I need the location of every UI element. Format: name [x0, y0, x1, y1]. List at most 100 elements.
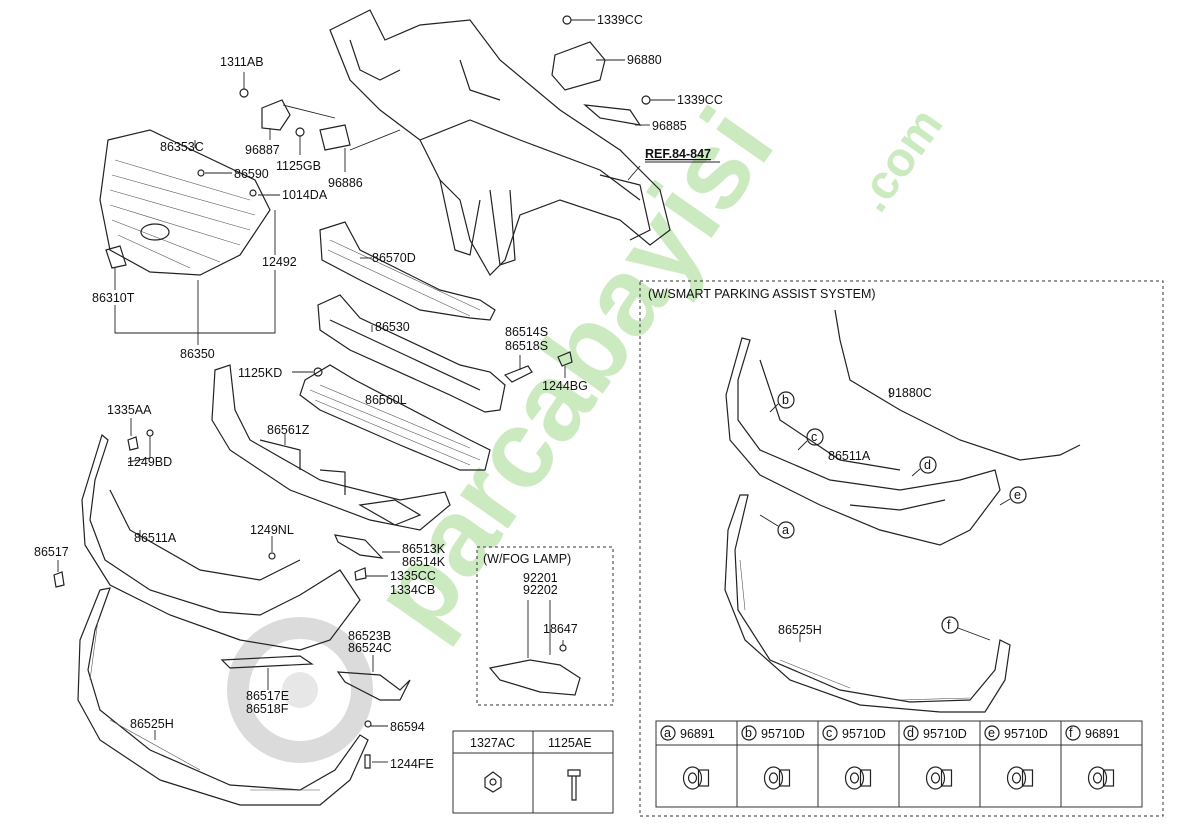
bumper-cover-86511a-spa	[725, 337, 1001, 546]
grille-clip-86310t	[105, 245, 127, 269]
label-1335cc: 1335CC	[390, 569, 436, 583]
parking-sensor-icon	[1006, 766, 1027, 790]
label-1244fe: 1244FE	[390, 757, 434, 771]
fastener-table: 1327AC 1125AE	[452, 730, 614, 814]
parking-sensor-icon	[844, 766, 865, 790]
label-86514k: 86514K	[402, 555, 446, 569]
spa-box-title: (W/SMART PARKING ASSIST SYSTEM)	[648, 287, 876, 301]
parking-sensor-face	[849, 772, 860, 784]
sensor-part-3: 95710D	[923, 727, 967, 741]
parking-sensor-body	[940, 769, 953, 787]
clip-86594	[364, 720, 372, 728]
label-86570d: 86570D	[372, 251, 416, 265]
ref-label: REF.84-847	[645, 147, 711, 161]
watermark-suffix: .com	[846, 99, 954, 221]
sensor-part-1: 95710D	[761, 727, 805, 741]
sensor-letter-circle	[741, 725, 757, 741]
sensor-letter-circle	[660, 725, 676, 741]
radiator-grille	[99, 129, 280, 345]
garnish-86523b	[336, 671, 411, 701]
label-1339cc-top: 1339CC	[597, 13, 643, 27]
label-86518f: 86518F	[246, 702, 289, 716]
nut-1327ac-icon	[484, 771, 502, 793]
bumper-cover-86511a	[81, 433, 361, 651]
label-1311ab: 1311AB	[220, 55, 264, 69]
lower-skirt-86525h-left	[77, 587, 369, 806]
watermark-logo	[227, 617, 373, 763]
parking-sensor-icon	[682, 766, 703, 790]
callout-d-letter: d	[924, 458, 931, 472]
parking-sensor-body	[778, 769, 791, 787]
label-92202: 92202	[523, 583, 558, 597]
module-96880	[551, 15, 675, 126]
cap-86517	[53, 571, 65, 588]
parking-sensor-face	[930, 772, 941, 784]
fastener-header-0: 1327AC	[470, 736, 515, 750]
label-1249nl: 1249NL	[250, 523, 294, 537]
lower-grille-86560l	[299, 364, 491, 471]
clip-1335aa	[127, 418, 154, 463]
sensor-letter-circle	[1065, 725, 1081, 741]
label-91880c: 91880C	[888, 386, 932, 400]
bracket-86514s	[503, 351, 573, 383]
parking-sensor-body	[697, 769, 710, 787]
horn-bracket	[239, 72, 401, 172]
screw-1244fe	[364, 754, 371, 769]
upper-grille-86570d	[319, 221, 496, 321]
label-1014da: 1014DA	[282, 188, 328, 202]
sensor-part-0: 96891	[680, 727, 715, 741]
label-86511a-right: 86511A	[828, 449, 871, 463]
label-86517: 86517	[34, 545, 69, 559]
label-86523b: 86523B	[348, 629, 391, 643]
parking-sensor-face	[687, 772, 698, 784]
nut-1339cc-mid	[641, 95, 651, 105]
label-86525h-left: 86525H	[130, 717, 174, 731]
spa-box	[639, 280, 1164, 817]
label-96886: 96886	[328, 176, 363, 190]
label-1125gb: 1125GB	[276, 159, 321, 173]
screw-1249nl	[268, 552, 276, 560]
label-96885: 96885	[652, 119, 687, 133]
sensor-part-2: 95710D	[842, 727, 886, 741]
label-1334cb: 1334CB	[390, 583, 435, 597]
watermark-logo-center	[282, 672, 318, 708]
callout-f: f	[941, 616, 991, 641]
callout-b-letter: b	[782, 393, 789, 407]
fog-lamp-box-title: (W/FOG LAMP)	[483, 552, 571, 566]
label-86514s: 86514S	[505, 325, 548, 339]
strip-86517e	[220, 655, 314, 669]
parking-sensor-icon	[763, 766, 784, 790]
sensor-letter-circle	[822, 725, 838, 741]
label-92201: 92201	[523, 571, 558, 585]
label-86518s: 86518S	[505, 339, 548, 353]
bolt-1125kd	[313, 367, 323, 377]
label-86590: 86590	[234, 167, 269, 181]
callout-a-letter: a	[782, 523, 789, 537]
parking-sensor-body	[1102, 769, 1115, 787]
parking-sensor-face	[768, 772, 779, 784]
parking-sensor-body	[859, 769, 872, 787]
label-86560l: 86560L	[365, 393, 407, 407]
callout-e: e	[999, 486, 1027, 506]
label-86525h-right: 86525H	[778, 623, 822, 637]
bumper-beam-86530	[317, 294, 506, 413]
bolt-1125ae-icon	[567, 769, 581, 801]
callout-d: d	[911, 456, 937, 477]
callout-c-letter: c	[811, 430, 817, 444]
label-1335aa: 1335AA	[107, 403, 152, 417]
callout-c: c	[797, 428, 824, 451]
parking-sensor-face	[1092, 772, 1103, 784]
label-18647: 18647	[543, 622, 578, 636]
wiring-91880c	[834, 309, 1081, 461]
callout-e-letter: e	[1014, 488, 1021, 502]
label-86353c: 86353C	[160, 140, 204, 154]
sensor-part-4: 95710D	[1004, 727, 1048, 741]
grille-emblem	[140, 223, 170, 241]
lower-cover-86561z	[211, 364, 451, 531]
label-86530: 86530	[375, 320, 410, 334]
sensor-letter-c: c	[826, 726, 832, 740]
label-86594: 86594	[390, 720, 425, 734]
label-1125kd: 1125KD	[238, 366, 282, 380]
